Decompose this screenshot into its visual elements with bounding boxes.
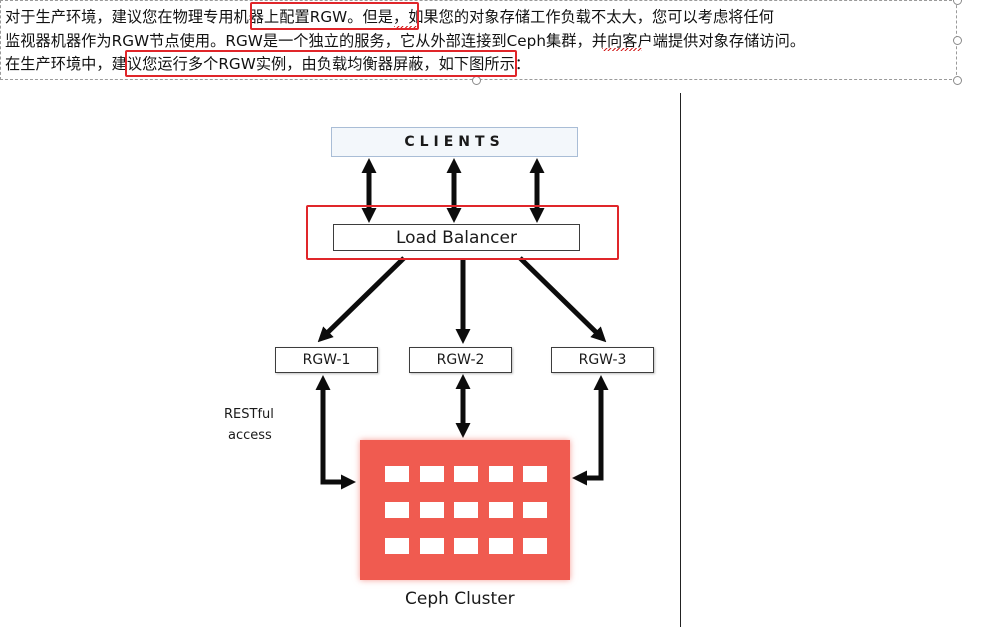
cluster-cell	[488, 466, 513, 482]
cluster-cell	[523, 538, 547, 554]
arrow-rgw3-cluster	[572, 375, 609, 486]
cluster-cell	[488, 502, 513, 518]
highlight-box-load-balancer	[306, 205, 619, 260]
cluster-cell	[454, 538, 478, 554]
resize-handle-right[interactable]	[953, 36, 962, 45]
cluster-cell	[385, 466, 409, 482]
highlight-box-multiple-rgw	[125, 50, 517, 77]
cluster-cell	[385, 502, 409, 518]
vertical-divider	[680, 93, 681, 627]
rgw-node-2: RGW-2	[409, 347, 512, 373]
rgw-node-3: RGW-3	[551, 347, 654, 373]
restful-label-line-2: access	[228, 428, 272, 443]
resize-handle-bottom-right[interactable]	[953, 76, 962, 85]
cluster-cell	[454, 502, 478, 518]
ceph-cluster-label: Ceph Cluster	[405, 589, 515, 609]
arrow-rgw1-cluster	[315, 375, 356, 490]
cluster-cell	[419, 538, 444, 554]
paragraph-line-1: 对于生产环境，建议您在物理专用机器上配置RGW。但是，如果您的对象存储工作负载不…	[5, 8, 774, 26]
cluster-cell	[523, 502, 547, 518]
load-balancer-box: Load Balancer	[333, 224, 580, 251]
rgw-node-1: RGW-1	[275, 347, 378, 373]
cluster-cell	[454, 466, 478, 482]
restful-label-line-1: RESTful	[224, 407, 274, 422]
cluster-cell	[523, 466, 547, 482]
cluster-cell	[488, 538, 513, 554]
arrow-lb-rgw-3	[518, 256, 607, 343]
cluster-cell	[419, 502, 444, 518]
highlight-box-dedicated-rgw	[250, 2, 419, 30]
cluster-cell	[385, 538, 409, 554]
clients-box: CLIENTS	[331, 127, 578, 157]
spellcheck-underline	[602, 48, 642, 51]
paragraph-line-2: 监视器机器作为RGW节点使用。RGW是一个独立的服务，它从外部连接到Ceph集群…	[5, 32, 806, 50]
cluster-cell	[419, 466, 444, 482]
spellcheck-underline	[394, 26, 419, 29]
arrow-lb-rgw-1	[317, 256, 406, 343]
resize-handle-top-right[interactable]	[953, 0, 962, 5]
paragraph-line-3: 在生产环境中，建议您运行多个RGW实例，由负载均衡器屏蔽，如下图所示：	[5, 55, 531, 73]
